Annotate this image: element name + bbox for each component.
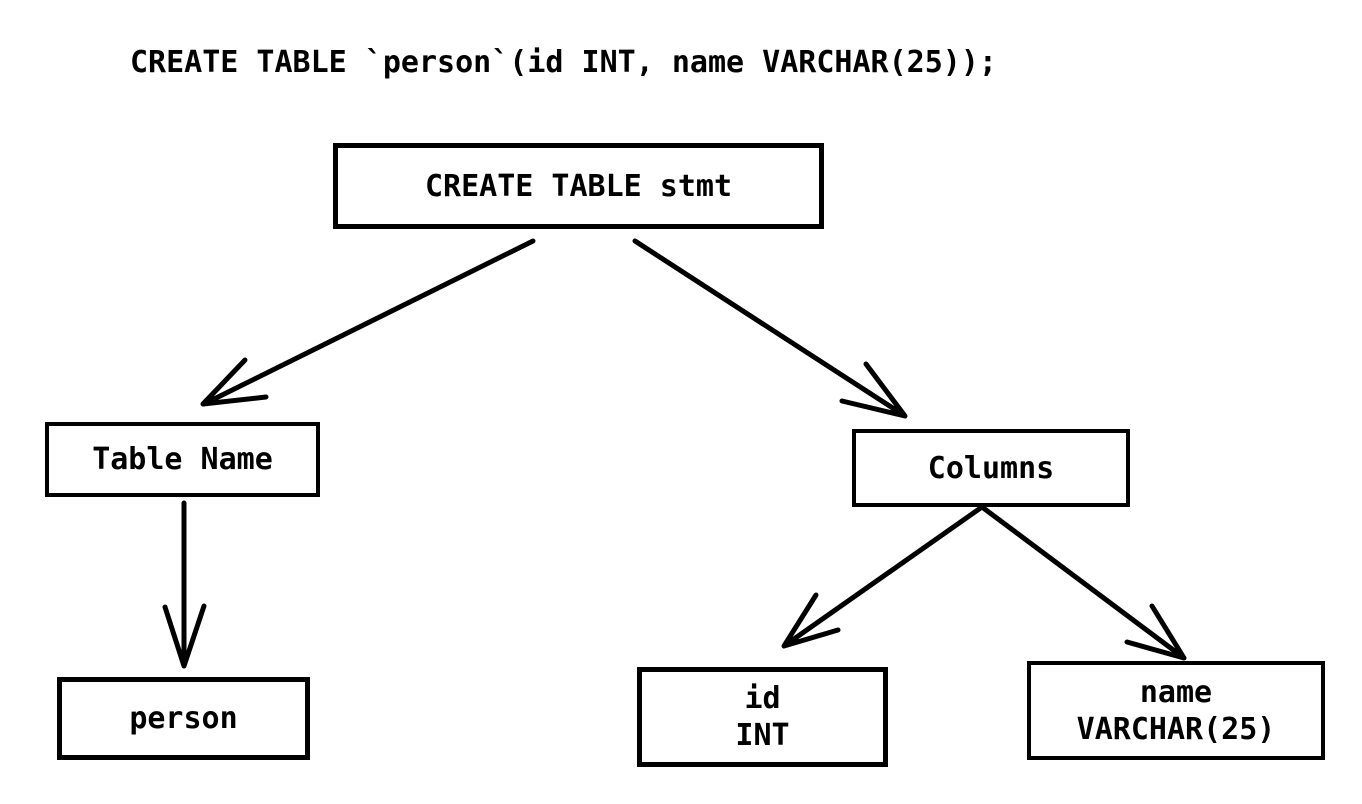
node-person: person — [57, 677, 310, 760]
node-person-label: person — [129, 701, 238, 736]
node-columns-label: Columns — [927, 450, 1055, 486]
node-create-table-stmt: CREATE TABLE stmt — [333, 143, 824, 229]
node-column-id-name: id — [744, 681, 781, 716]
arrow-stmt-to-columns-icon — [632, 238, 908, 419]
node-column-name-type: VARCHAR(25) — [1076, 711, 1276, 747]
arrow-table-name-to-person-icon — [162, 500, 207, 669]
node-columns: Columns — [852, 429, 1130, 507]
node-column-id: id INT — [637, 667, 888, 767]
node-table-name-label: Table Name — [92, 442, 273, 477]
sql-statement-text: CREATE TABLE `person`(id INT, name VARCH… — [130, 45, 997, 80]
node-create-table-stmt-label: CREATE TABLE stmt — [424, 168, 733, 204]
arrow-columns-to-id-icon — [781, 504, 985, 649]
node-column-name: name VARCHAR(25) — [1027, 661, 1325, 760]
arrow-columns-to-name-icon — [979, 504, 1187, 661]
node-column-name-name: name — [1139, 674, 1213, 710]
node-table-name: Table Name — [45, 422, 320, 497]
node-column-id-type: INT — [735, 718, 790, 753]
arrow-stmt-to-table-name-icon — [200, 238, 536, 407]
